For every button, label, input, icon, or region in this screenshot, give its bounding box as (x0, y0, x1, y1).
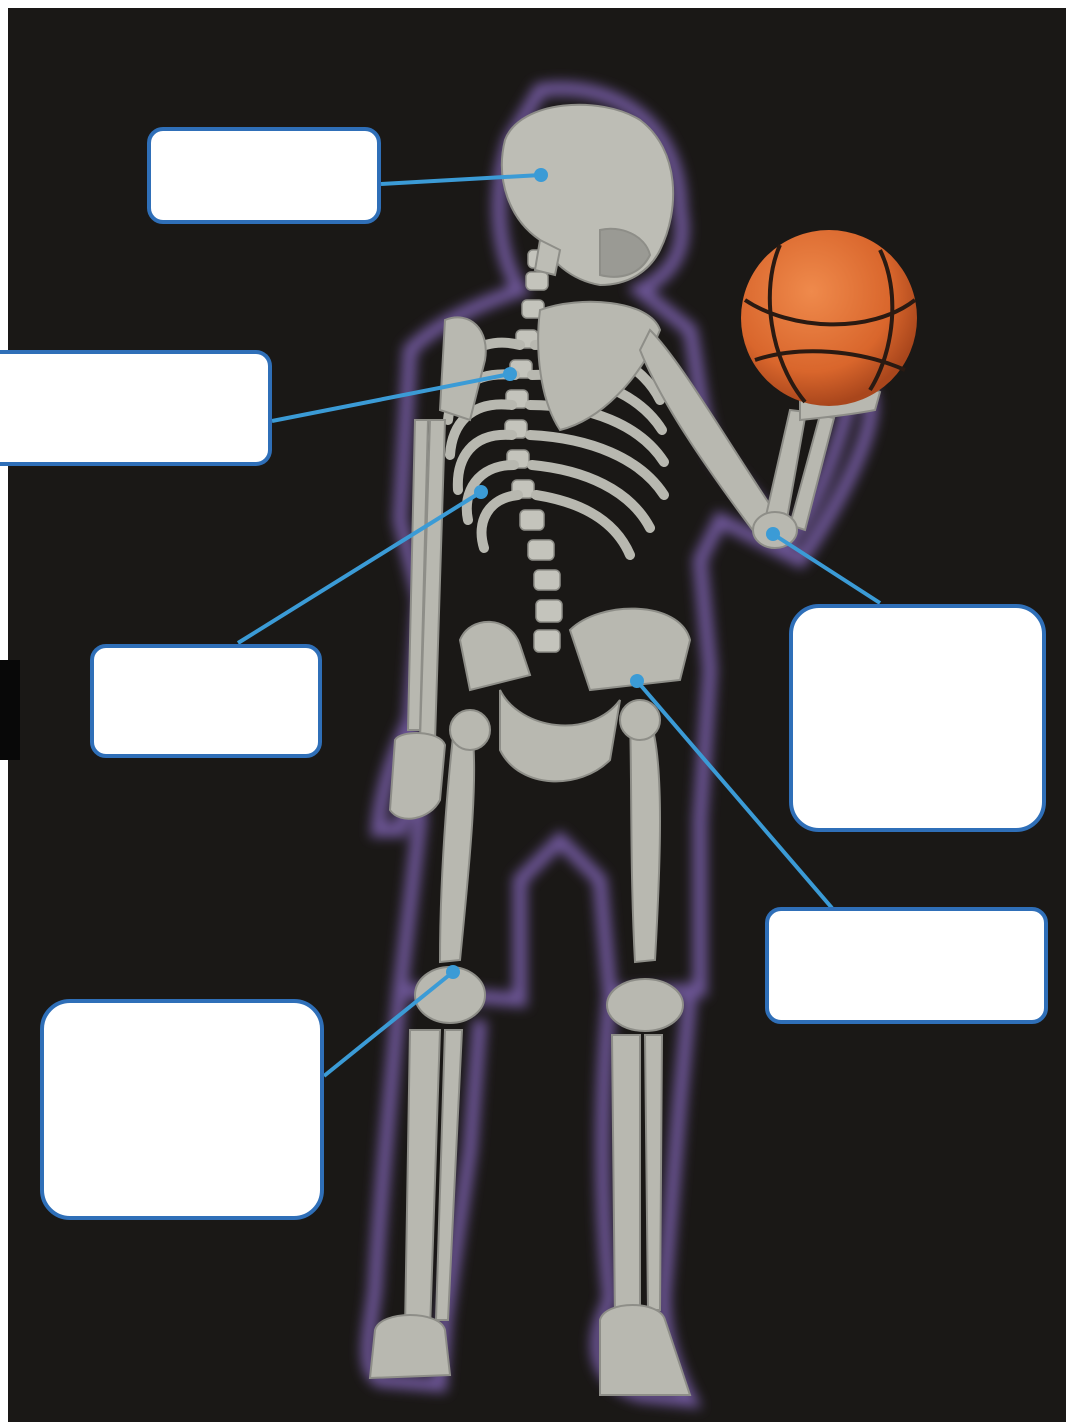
edge-mark (0, 660, 20, 760)
label-box-pelvis[interactable] (765, 907, 1048, 1024)
label-box-skull[interactable] (147, 127, 381, 224)
label-box-elbow[interactable] (789, 604, 1046, 832)
basketball-icon (741, 230, 917, 406)
pointer-dots (446, 168, 780, 979)
label-box-spine[interactable] (0, 350, 272, 466)
label-box-ribs[interactable] (90, 644, 322, 758)
label-box-femur[interactable] (40, 999, 324, 1220)
